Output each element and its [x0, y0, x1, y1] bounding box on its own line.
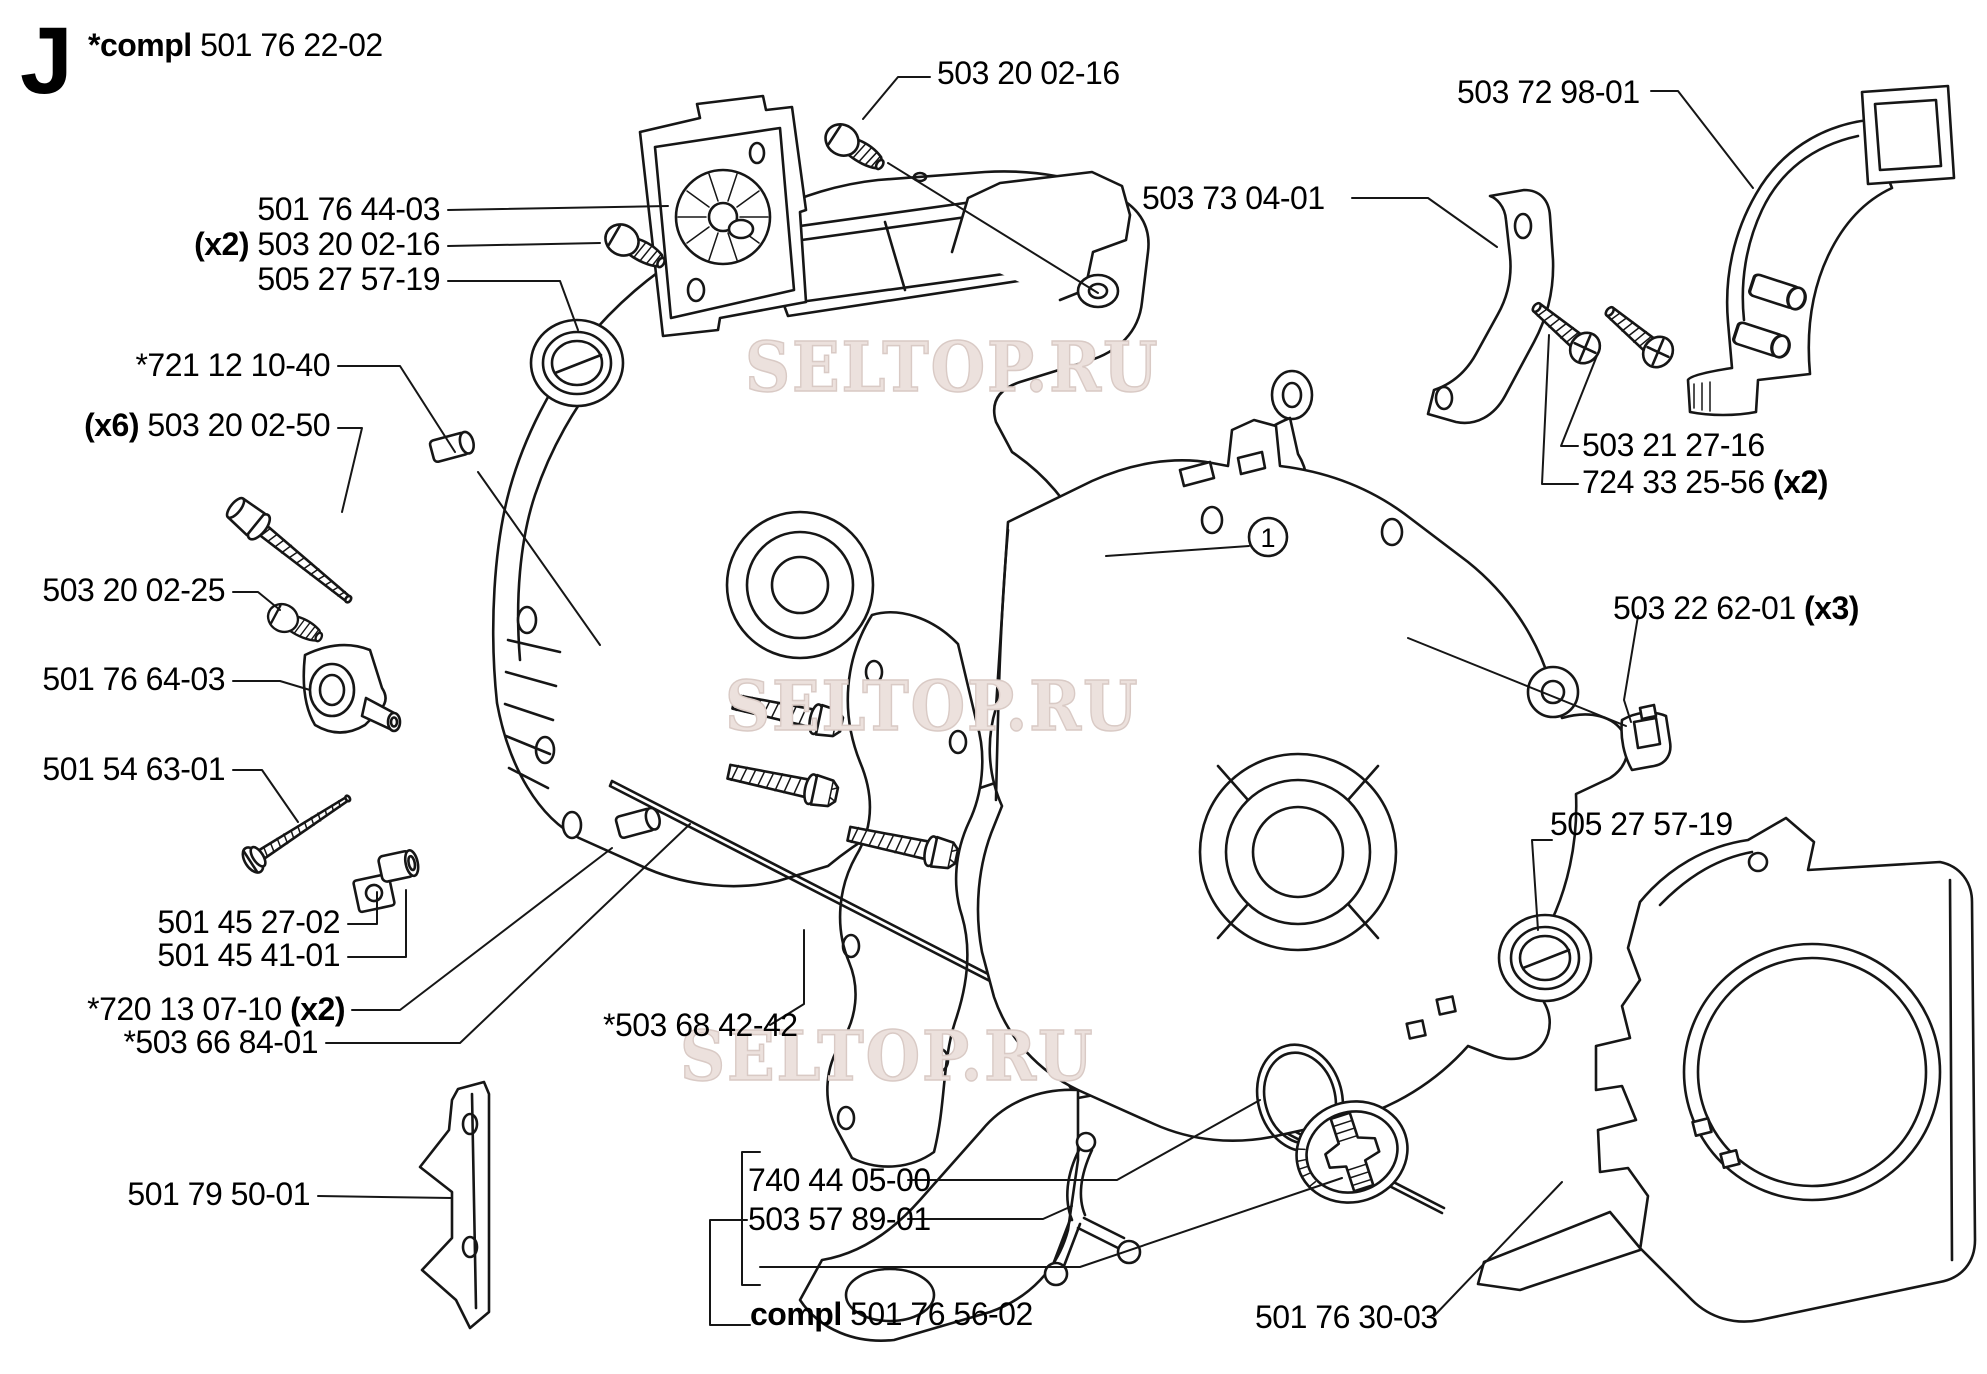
part-chain-guide-plate: [1426, 188, 1555, 425]
part-intake-elbow: [1686, 84, 1956, 417]
part-bolt-long: [220, 491, 361, 614]
part-seal-right: [1497, 913, 1593, 1003]
part-fan-cover-plate: [638, 94, 808, 338]
callout-number: 1: [1260, 523, 1275, 553]
watermark-text: SELTOP.RU: [724, 667, 1140, 747]
label-screw-top: 503 20 02-16: [937, 55, 1120, 91]
label-oring: 740 44 05-00: [748, 1162, 931, 1198]
part-round-nut: [377, 849, 420, 883]
part-oil-pump: [302, 643, 402, 734]
leader-lines: [232, 76, 1754, 1326]
label-rod: *503 66 84-01: [123, 1024, 318, 1060]
label-intake-elbow: 503 72 98-01: [1457, 74, 1640, 110]
part-screw-small: [261, 597, 329, 652]
label-seal-left: 505 27 57-19: [257, 261, 440, 297]
part-fan-housing: [1476, 816, 1977, 1323]
label-nut-4527: 501 45 27-02: [157, 904, 340, 940]
label-fan-housing: 501 76 30-03: [1255, 1299, 1438, 1335]
part-bumper-spike: [418, 1080, 491, 1330]
label-screw-2127: 503 21 27-16: [1582, 427, 1765, 463]
label-retainer: 503 57 89-01: [748, 1201, 931, 1237]
label-screw-7243: 724 33 25-56 (x2): [1582, 464, 1828, 500]
part-cap-retainer: [1043, 1131, 1142, 1287]
label-guide-plate: 503 73 04-01: [1142, 180, 1325, 216]
label-spike: 501 79 50-01: [127, 1176, 310, 1212]
callout-1: 1: [1247, 516, 1289, 558]
label-cap-compl: compl 501 76 56-02: [750, 1296, 1033, 1332]
part-fuel-cap: [1295, 1100, 1409, 1204]
label-pin-721: *721 12 10-40: [135, 347, 330, 383]
watermark-text: SELTOP.RU: [744, 328, 1160, 408]
label-fan-plate: 501 76 44-03: [257, 191, 440, 227]
label-bolt-x6: (x6) 503 20 02-50: [84, 407, 330, 443]
label-screw-x2: (x2) 503 20 02-16: [194, 226, 440, 262]
figure-letter: J: [20, 8, 73, 114]
label-seal-right: 505 27 57-19: [1550, 806, 1733, 842]
label-screw-2025: 503 20 02-25: [42, 572, 225, 608]
part-seal-left: [529, 318, 625, 408]
part-tank-lobe: [798, 1088, 1080, 1342]
label-nut-4541: 501 45 41-01: [157, 937, 340, 973]
part-screw-bar-adjust: [237, 784, 359, 878]
label-pin-720: *720 13 07-10 (x2): [87, 991, 345, 1027]
part-screw-top: [818, 116, 892, 181]
label-oil-pump: 501 76 64-03: [42, 661, 225, 697]
part-crankcase-upper: [491, 170, 1150, 888]
part-clip: [1620, 703, 1672, 772]
label-screw-5463: 501 54 63-01: [42, 751, 225, 787]
label-clip-x3: 503 22 62-01 (x3): [1613, 590, 1859, 626]
label-gasket: *503 68 42-42: [603, 1007, 798, 1043]
label-compl-title: *compl 501 76 22-02: [88, 27, 383, 63]
watermark-text: SELTOP.RU: [679, 1017, 1095, 1097]
part-crankcase-lower: [798, 418, 1629, 1342]
